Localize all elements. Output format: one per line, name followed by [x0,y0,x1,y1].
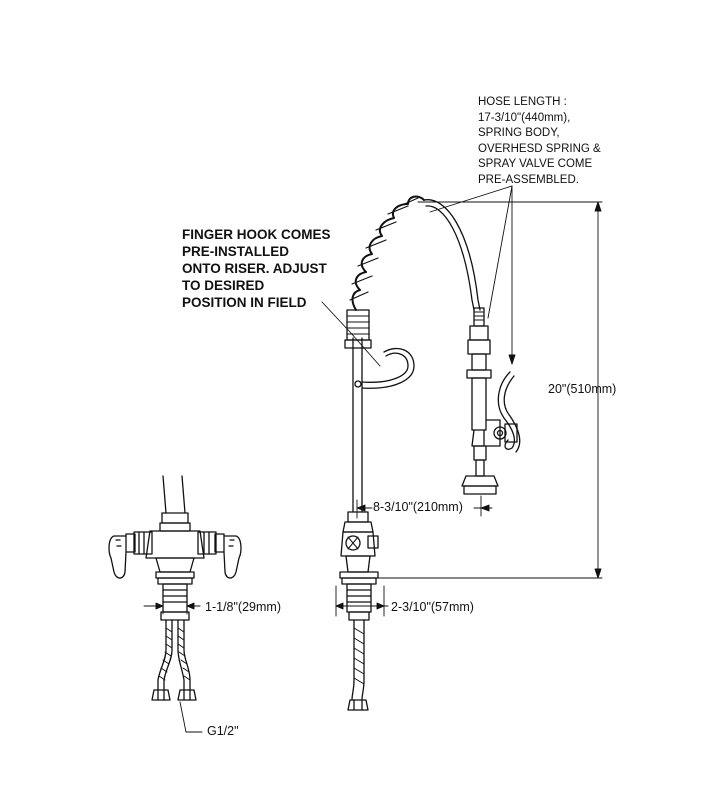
hose-note-line: SPRING BODY, [478,127,560,139]
finger-hook-note-line: TO DESIRED [182,278,265,293]
hose-note-line: PRE-ASSEMBLED. [478,173,579,186]
right-mount-dimension: 2-3/10"(57mm) [391,600,474,614]
pre-rinse-unit [339,195,521,711]
hose-note-line: OVERHESD SPRING & [478,142,601,155]
finger-hook-note-line: POSITION IN FIELD [182,295,307,310]
hose-note-line: HOSE LENGTH : [478,96,567,108]
left-mount-dimension: 1-1/8"(29mm) [205,600,281,614]
double-pantry-faucet [108,475,242,701]
overall-height-dimension: 20"(510mm) [548,382,617,396]
dimension-lines [143,185,603,733]
finger-hook-note-line: FINGER HOOK COMES [182,227,331,242]
hose-length-note: HOSE LENGTH : 17-3/10"(440mm), SPRING BO… [478,95,601,188]
finger-hook-note: FINGER HOOK COMES PRE-INSTALLED ONTO RIS… [182,226,331,311]
inlet-thread-label: G1/2" [207,724,239,738]
hose-note-line: SPRAY VALVE COME [478,158,593,170]
finger-hook-note-line: ONTO RISER. ADJUST [182,261,327,276]
hose-note-line: 17-3/10"(440mm), [478,111,571,124]
finger-hook-note-line: PRE-INSTALLED [182,244,289,259]
spout-outlet-dimension: 8-3/10"(210mm) [373,500,463,514]
